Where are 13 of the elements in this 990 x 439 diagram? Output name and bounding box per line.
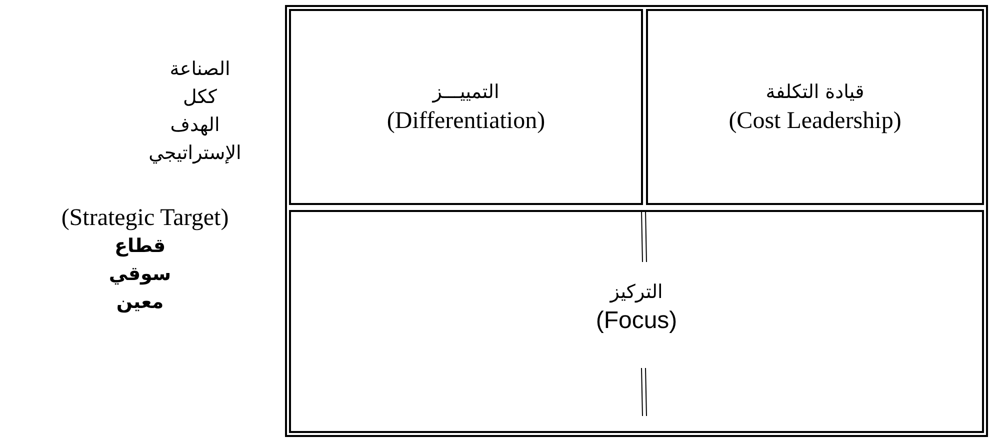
strategy-cell [646,9,984,205]
axis-label: (Strategic Target) [60,204,230,233]
cell-title: قيادة التكلفة [766,80,864,105]
cell-subtitle: (Cost Leadership) [728,107,902,136]
strategy-cell [289,210,984,433]
cell-subtitle: (Differentiation) [386,107,546,136]
axis-label: قطاع سوقي معين [108,234,172,315]
axis-label: الصناعة ككل [168,57,232,110]
axis-label: الهدف الإستراتيجي [148,113,242,166]
cell-title: التمييـــز [432,80,500,105]
strategy-cell [289,9,643,205]
cell-title: التركيز [610,280,663,305]
cell-subtitle: (Focus) [596,306,678,336]
